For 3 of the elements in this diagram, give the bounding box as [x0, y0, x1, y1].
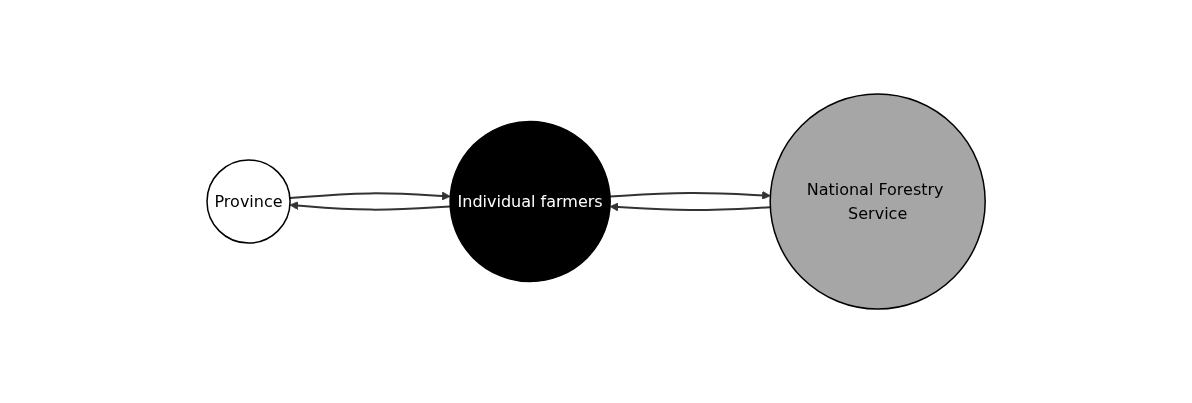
node-circle: National Forestry Service — [769, 93, 986, 310]
node-circle: Individual farmers — [449, 120, 611, 283]
node-circle: Province — [206, 159, 291, 244]
